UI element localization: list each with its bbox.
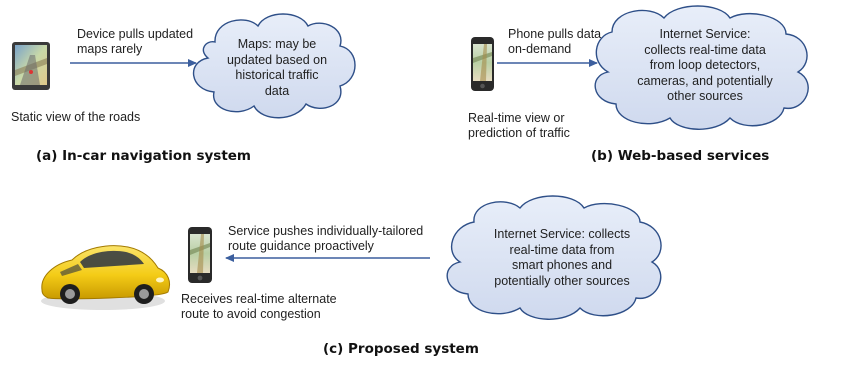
cloud-c-shape <box>446 195 662 320</box>
smartphone-c-icon <box>188 227 212 283</box>
smartphone-b-icon <box>471 37 494 91</box>
device-a-caption: Static view of the roads <box>11 110 141 124</box>
cloud-b-text: Internet Service: collects real-time dat… <box>637 27 773 103</box>
arrow-b-label: Phone pulls data on-demand <box>508 27 602 56</box>
gps-device-icon <box>12 42 50 90</box>
car-icon <box>41 245 171 310</box>
panel-c-caption: (c) Proposed system <box>323 341 479 357</box>
cloud-a-shape <box>192 13 356 119</box>
cloud-c-text: Internet Service: collects real-time dat… <box>493 227 631 288</box>
cloud-b-shape <box>594 5 809 130</box>
device-c-caption: Receives real-time alternate route to av… <box>181 292 337 321</box>
panel-a-caption: (a) In-car navigation system <box>36 148 251 164</box>
panel-b-caption: (b) Web-based services <box>591 148 770 164</box>
cloud-a-text: Maps: may be updated based on historical… <box>226 37 328 98</box>
arrow-c-label: Service pushes individually-tailored rou… <box>228 224 424 253</box>
arrow-a-label: Device pulls updated maps rarely <box>77 27 194 56</box>
device-b-caption: Real-time view or prediction of traffic <box>468 111 570 140</box>
